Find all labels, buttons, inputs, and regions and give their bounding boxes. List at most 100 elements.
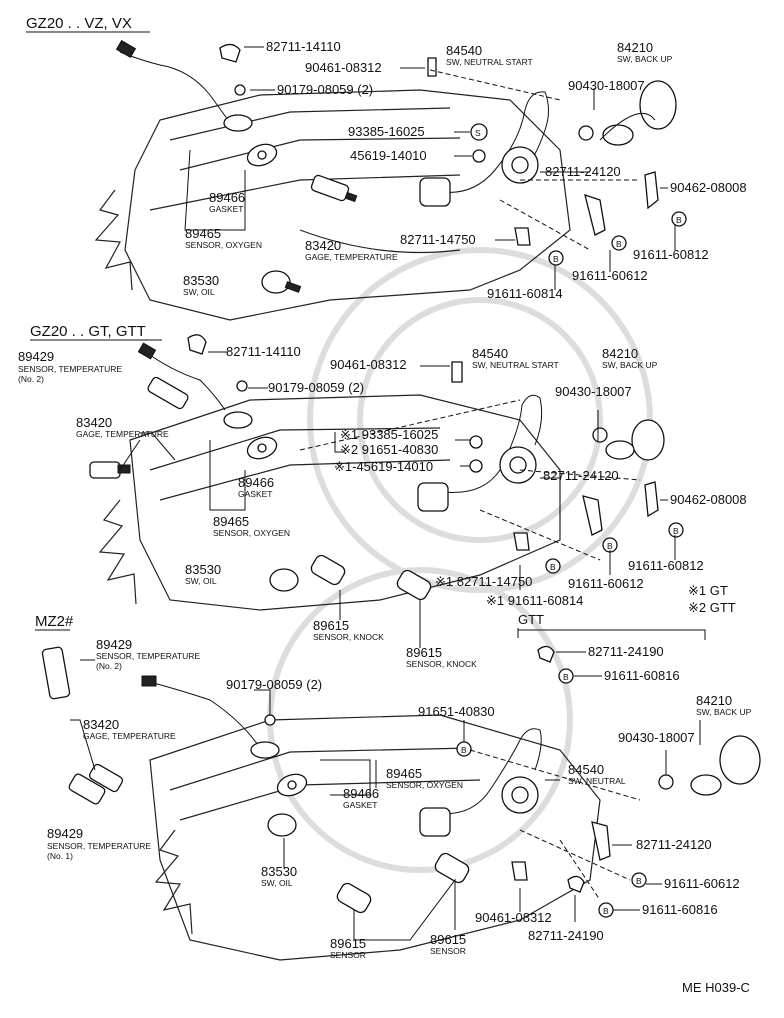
gasket-icon (246, 143, 278, 167)
label-90430-18007-gt: 90430-18007 (555, 384, 632, 399)
svg-text:GAGE, TEMPERATURE: GAGE, TEMPERATURE (83, 731, 176, 741)
svg-text:SENSOR, KNOCK: SENSOR, KNOCK (406, 659, 477, 669)
label-91611-60612-mz: 91611-60612 (664, 876, 740, 891)
gtt-heading: GTT (518, 612, 544, 627)
svg-text:B: B (636, 876, 642, 886)
label-91651-40830-gt: ※2 91651-40830 (340, 442, 438, 457)
label-90461-08312-mz: 90461-08312 (475, 910, 552, 925)
label-90461-08312-gt: 90461-08312 (330, 357, 407, 372)
knock-sensor-icon (336, 852, 470, 914)
label-82711-24120-mz: 82711-24120 (636, 837, 712, 852)
svg-text:B: B (461, 745, 467, 755)
label-89465-gt: 89465 (213, 514, 249, 529)
label-82711-14750-gt: ※1 82711-14750 (435, 574, 532, 589)
oxygen-sensor-icon (223, 411, 253, 429)
label-91611-60812-gt: 91611-60812 (628, 558, 704, 573)
label-91611-60816-mz: 91611-60816 (642, 902, 718, 917)
nut-icon (234, 84, 246, 96)
label-89615-mz-1: 89615 (330, 936, 366, 951)
label-82711-24190-gtt: 82711-24190 (588, 644, 664, 659)
label-82711-24190-mz: 82711-24190 (528, 928, 604, 943)
svg-text:SW, OIL: SW, OIL (261, 878, 293, 888)
label-83420-gt: 83420 (76, 415, 112, 430)
washer-icon (592, 427, 608, 443)
svg-text:(No. 2): (No. 2) (18, 374, 44, 384)
svg-text:SENSOR, TEMPERATURE: SENSOR, TEMPERATURE (47, 841, 151, 851)
label-90179-08059-mz: 90179-08059 (2) (226, 677, 322, 692)
label-83530: 83530 (183, 273, 219, 288)
svg-text:GAGE, TEMPERATURE: GAGE, TEMPERATURE (76, 429, 169, 439)
svg-text:SW, BACK UP: SW, BACK UP (617, 54, 673, 64)
svg-text:B: B (553, 254, 559, 264)
label-93385-16025: 93385-16025 (348, 124, 425, 139)
label-89429-no2-gt: 89429 (18, 349, 54, 364)
note-gtt: ※2 GTT (688, 600, 736, 615)
washer-icon (578, 125, 594, 141)
svg-text:S: S (475, 128, 481, 138)
clip-b-icon (611, 235, 627, 251)
neutral-start-switch-icon (417, 446, 537, 512)
svg-text:GAGE, TEMPERATURE: GAGE, TEMPERATURE (305, 252, 398, 262)
svg-text:GASKET: GASKET (238, 489, 272, 499)
label-91611-60812: 91611-60812 (633, 247, 709, 262)
svg-text:B: B (607, 541, 613, 551)
plug-icon (472, 149, 486, 163)
svg-text:SW, BACK UP: SW, BACK UP (602, 360, 658, 370)
gtt-bracket-icon (567, 875, 585, 893)
svg-text:GASKET: GASKET (343, 800, 377, 810)
svg-text:B: B (676, 215, 682, 225)
oil-switch-icon (269, 568, 299, 592)
label-45619-14010: 45619-14010 (350, 148, 427, 163)
label-83530-mz: 83530 (261, 864, 297, 879)
label-83420: 83420 (305, 238, 341, 253)
clamp-icon (219, 43, 241, 63)
label-90179-08059-gt: 90179-08059 (2) (268, 380, 364, 395)
svg-text:B: B (563, 672, 569, 682)
section-title-gt-gtt: GZ20 . . GT, GTT (30, 323, 146, 340)
gtt-bracket-icon (537, 645, 555, 663)
svg-text:SENSOR: SENSOR (430, 946, 466, 956)
temperature-gage-icon (310, 174, 358, 203)
oxygen-sensor-icon (223, 114, 253, 132)
svg-text:SENSOR, KNOCK: SENSOR, KNOCK (313, 632, 384, 642)
label-82711-24120-gt: 82711-24120 (543, 468, 619, 483)
section-title-vz-vx: GZ20 . . VZ, VX (26, 15, 132, 32)
knock-sensor-icon (310, 554, 432, 601)
svg-text:SENSOR, OXYGEN: SENSOR, OXYGEN (213, 528, 290, 538)
svg-text:(No. 2): (No. 2) (96, 661, 122, 671)
label-90462-08008-gt: 90462-08008 (670, 492, 747, 507)
back-up-switch-icon (599, 80, 677, 146)
clamp-icon (187, 334, 207, 355)
label-89429-no1-mz: 89429 (47, 826, 83, 841)
label-83420-mz: 83420 (83, 717, 119, 732)
label-91611-60612: 91611-60612 (572, 268, 648, 283)
label-82711-14110: 82711-14110 (266, 39, 341, 54)
clip-b-icon (548, 250, 564, 266)
svg-text:SENSOR, TEMPERATURE: SENSOR, TEMPERATURE (18, 364, 122, 374)
temperature-sensor-no1-icon (68, 773, 106, 805)
bracket-icon (514, 171, 659, 246)
temperature-gage-icon (88, 763, 124, 793)
temperature-sensor-icon (147, 376, 189, 410)
back-up-switch-icon (605, 419, 665, 461)
label-90430-18007: 90430-18007 (568, 78, 645, 93)
oxygen-sensor-icon (250, 741, 280, 759)
clip-b-icon (668, 522, 684, 538)
svg-text:B: B (603, 906, 609, 916)
label-84210-mz: 84210 (696, 693, 732, 708)
plug-icon (469, 435, 483, 449)
svg-text:B: B (550, 562, 556, 572)
label-45619-14010-gt: ※1-45619-14010 (334, 459, 433, 474)
nut-icon (236, 380, 248, 392)
svg-text:SENSOR, TEMPERATURE: SENSOR, TEMPERATURE (96, 651, 200, 661)
label-82711-14750: 82711-14750 (400, 232, 476, 247)
label-90462-08008: 90462-08008 (670, 180, 747, 195)
temperature-sensor-no2-icon (41, 646, 71, 700)
gasket-icon (276, 773, 308, 797)
plug-icon (469, 459, 483, 473)
label-89466: 89466 (209, 190, 245, 205)
back-up-switch-icon (690, 735, 761, 796)
svg-text:GASKET: GASKET (209, 204, 243, 214)
svg-text:SW, NEUTRAL: SW, NEUTRAL (568, 776, 626, 786)
